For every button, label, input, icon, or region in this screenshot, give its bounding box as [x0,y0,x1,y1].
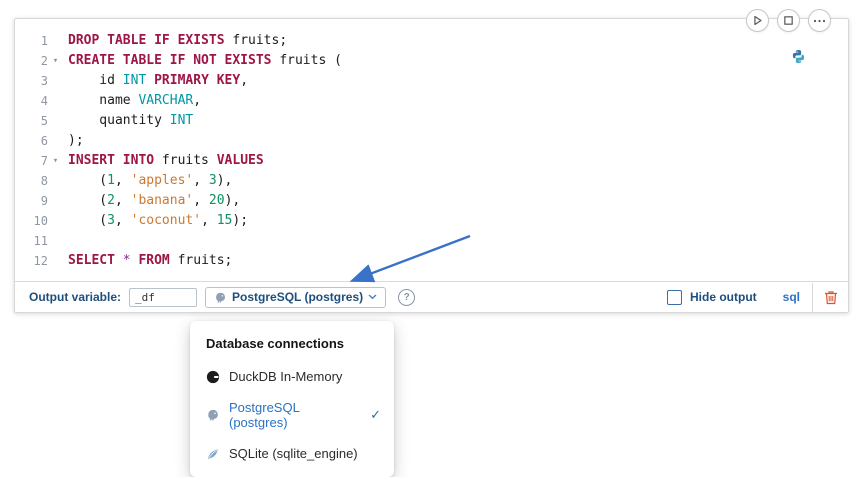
line-number: 7▾ [15,151,63,171]
language-badge: sql [782,290,800,304]
menu-item-label: PostgreSQL (postgres) [229,400,300,430]
code-line[interactable]: id INT PRIMARY KEY, [68,73,249,88]
code-line[interactable]: (2, 'banana', 20), [68,193,241,208]
menu-item-label: SQLite (sqlite_engine) [229,446,358,461]
cell-bottom-toolbar: Output variable: PostgreSQL (postgres) ?… [15,281,848,312]
help-icon[interactable]: ? [398,288,416,306]
output-variable-label: Output variable: [29,290,122,304]
menu-item-label: DuckDB In-Memory [229,369,343,384]
code-line[interactable]: (3, 'coconut', 15); [68,213,249,228]
editor-code[interactable]: DROP TABLE IF EXISTS fruits; CREATE TABLE… [63,31,848,281]
code-line[interactable]: INSERT INTO fruits VALUES [68,153,264,168]
menu-item-sqlite[interactable]: SQLite (sqlite_engine) ✓ [190,438,394,469]
python-icon [791,49,806,69]
database-connections-menu: Database connections DuckDB In-Memory ✓ … [190,321,394,477]
line-number: 2▾ [15,51,63,71]
code-line[interactable]: CREATE TABLE IF NOT EXISTS fruits ( [68,53,342,68]
toolbar-divider [812,282,813,312]
menu-item-postgresql[interactable]: PostgreSQL (postgres) ✓ [190,392,394,438]
chevron-down-icon [368,294,377,300]
line-number: 10 [33,214,48,228]
sqlite-icon [206,447,220,461]
play-icon [752,15,763,26]
line-number: 8 [40,174,48,188]
interrupt-button[interactable] [777,9,800,32]
line-number: 11 [33,234,48,248]
code-line[interactable]: DROP TABLE IF EXISTS fruits; [68,33,288,48]
check-icon: ✓ [370,407,381,422]
line-number: 4 [40,94,48,108]
line-number: 12 [33,254,48,268]
code-line[interactable]: name VARCHAR, [68,93,202,108]
fold-arrow-icon[interactable]: ▾ [52,156,59,166]
code-line[interactable]: ); [68,133,84,148]
fold-arrow-icon[interactable]: ▾ [52,56,59,66]
connection-dropdown-button[interactable]: PostgreSQL (postgres) [205,286,387,308]
line-number: 6 [40,134,48,148]
editor-gutter: 1 2▾ 3 4 5 6 7▾ 8 9 10 11 12 [15,31,63,281]
code-line[interactable]: quantity INT [68,113,194,128]
delete-cell-button[interactable] [824,290,838,305]
line-number: 3 [40,74,48,88]
menu-title: Database connections [206,336,344,351]
trash-icon [824,290,838,305]
line-number: 1 [40,34,48,48]
postgresql-icon [214,291,227,304]
postgresql-icon [206,408,220,422]
line-number: 9 [40,194,48,208]
run-cell-button[interactable] [746,9,769,32]
menu-item-duckdb[interactable]: DuckDB In-Memory ✓ [190,361,394,392]
stop-icon [783,15,794,26]
output-variable-input[interactable] [129,287,198,307]
connection-label: PostgreSQL (postgres) [232,290,364,304]
sql-cell: 1 2▾ 3 4 5 6 7▾ 8 9 10 11 12 DROP TABLE IF EXISTS f… [14,18,849,313]
code-editor[interactable]: 1 2▾ 3 4 5 6 7▾ 8 9 10 11 12 DROP TABLE IF EXISTS f… [15,19,848,281]
cell-run-controls [746,9,831,32]
line-number: 5 [40,114,48,128]
hide-output-checkbox[interactable] [667,289,682,305]
code-line[interactable] [68,231,848,251]
hide-output-label: Hide output [690,290,757,304]
duckdb-icon [206,370,220,384]
code-line[interactable]: (1, 'apples', 3), [68,173,233,188]
code-line[interactable]: SELECT * FROM fruits; [68,253,233,268]
more-options-button[interactable] [808,9,831,32]
ellipsis-icon [813,19,826,23]
